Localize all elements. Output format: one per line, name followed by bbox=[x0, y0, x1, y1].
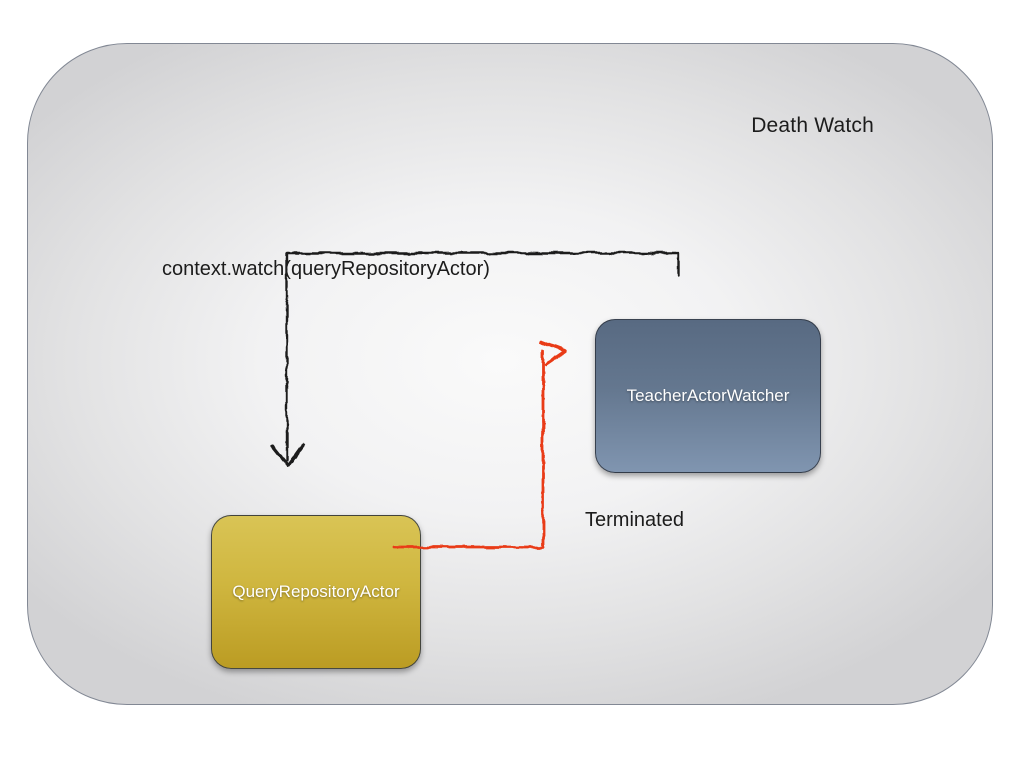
node-query-repository-actor-label: QueryRepositoryActor bbox=[232, 582, 400, 601]
node-teacher-actor-watcher-label: TeacherActorWatcher bbox=[626, 386, 790, 405]
slide-title: Death Watch bbox=[751, 114, 874, 137]
node-teacher-actor-watcher: TeacherActorWatcher bbox=[595, 319, 821, 473]
node-query-repository-actor: QueryRepositoryActor bbox=[211, 515, 421, 669]
terminated-label: Terminated bbox=[585, 509, 684, 531]
slide-background: Death Watch context.watch(queryRepositor… bbox=[27, 43, 993, 705]
watch-call-label: context.watch(queryRepositoryActor) bbox=[162, 258, 490, 280]
